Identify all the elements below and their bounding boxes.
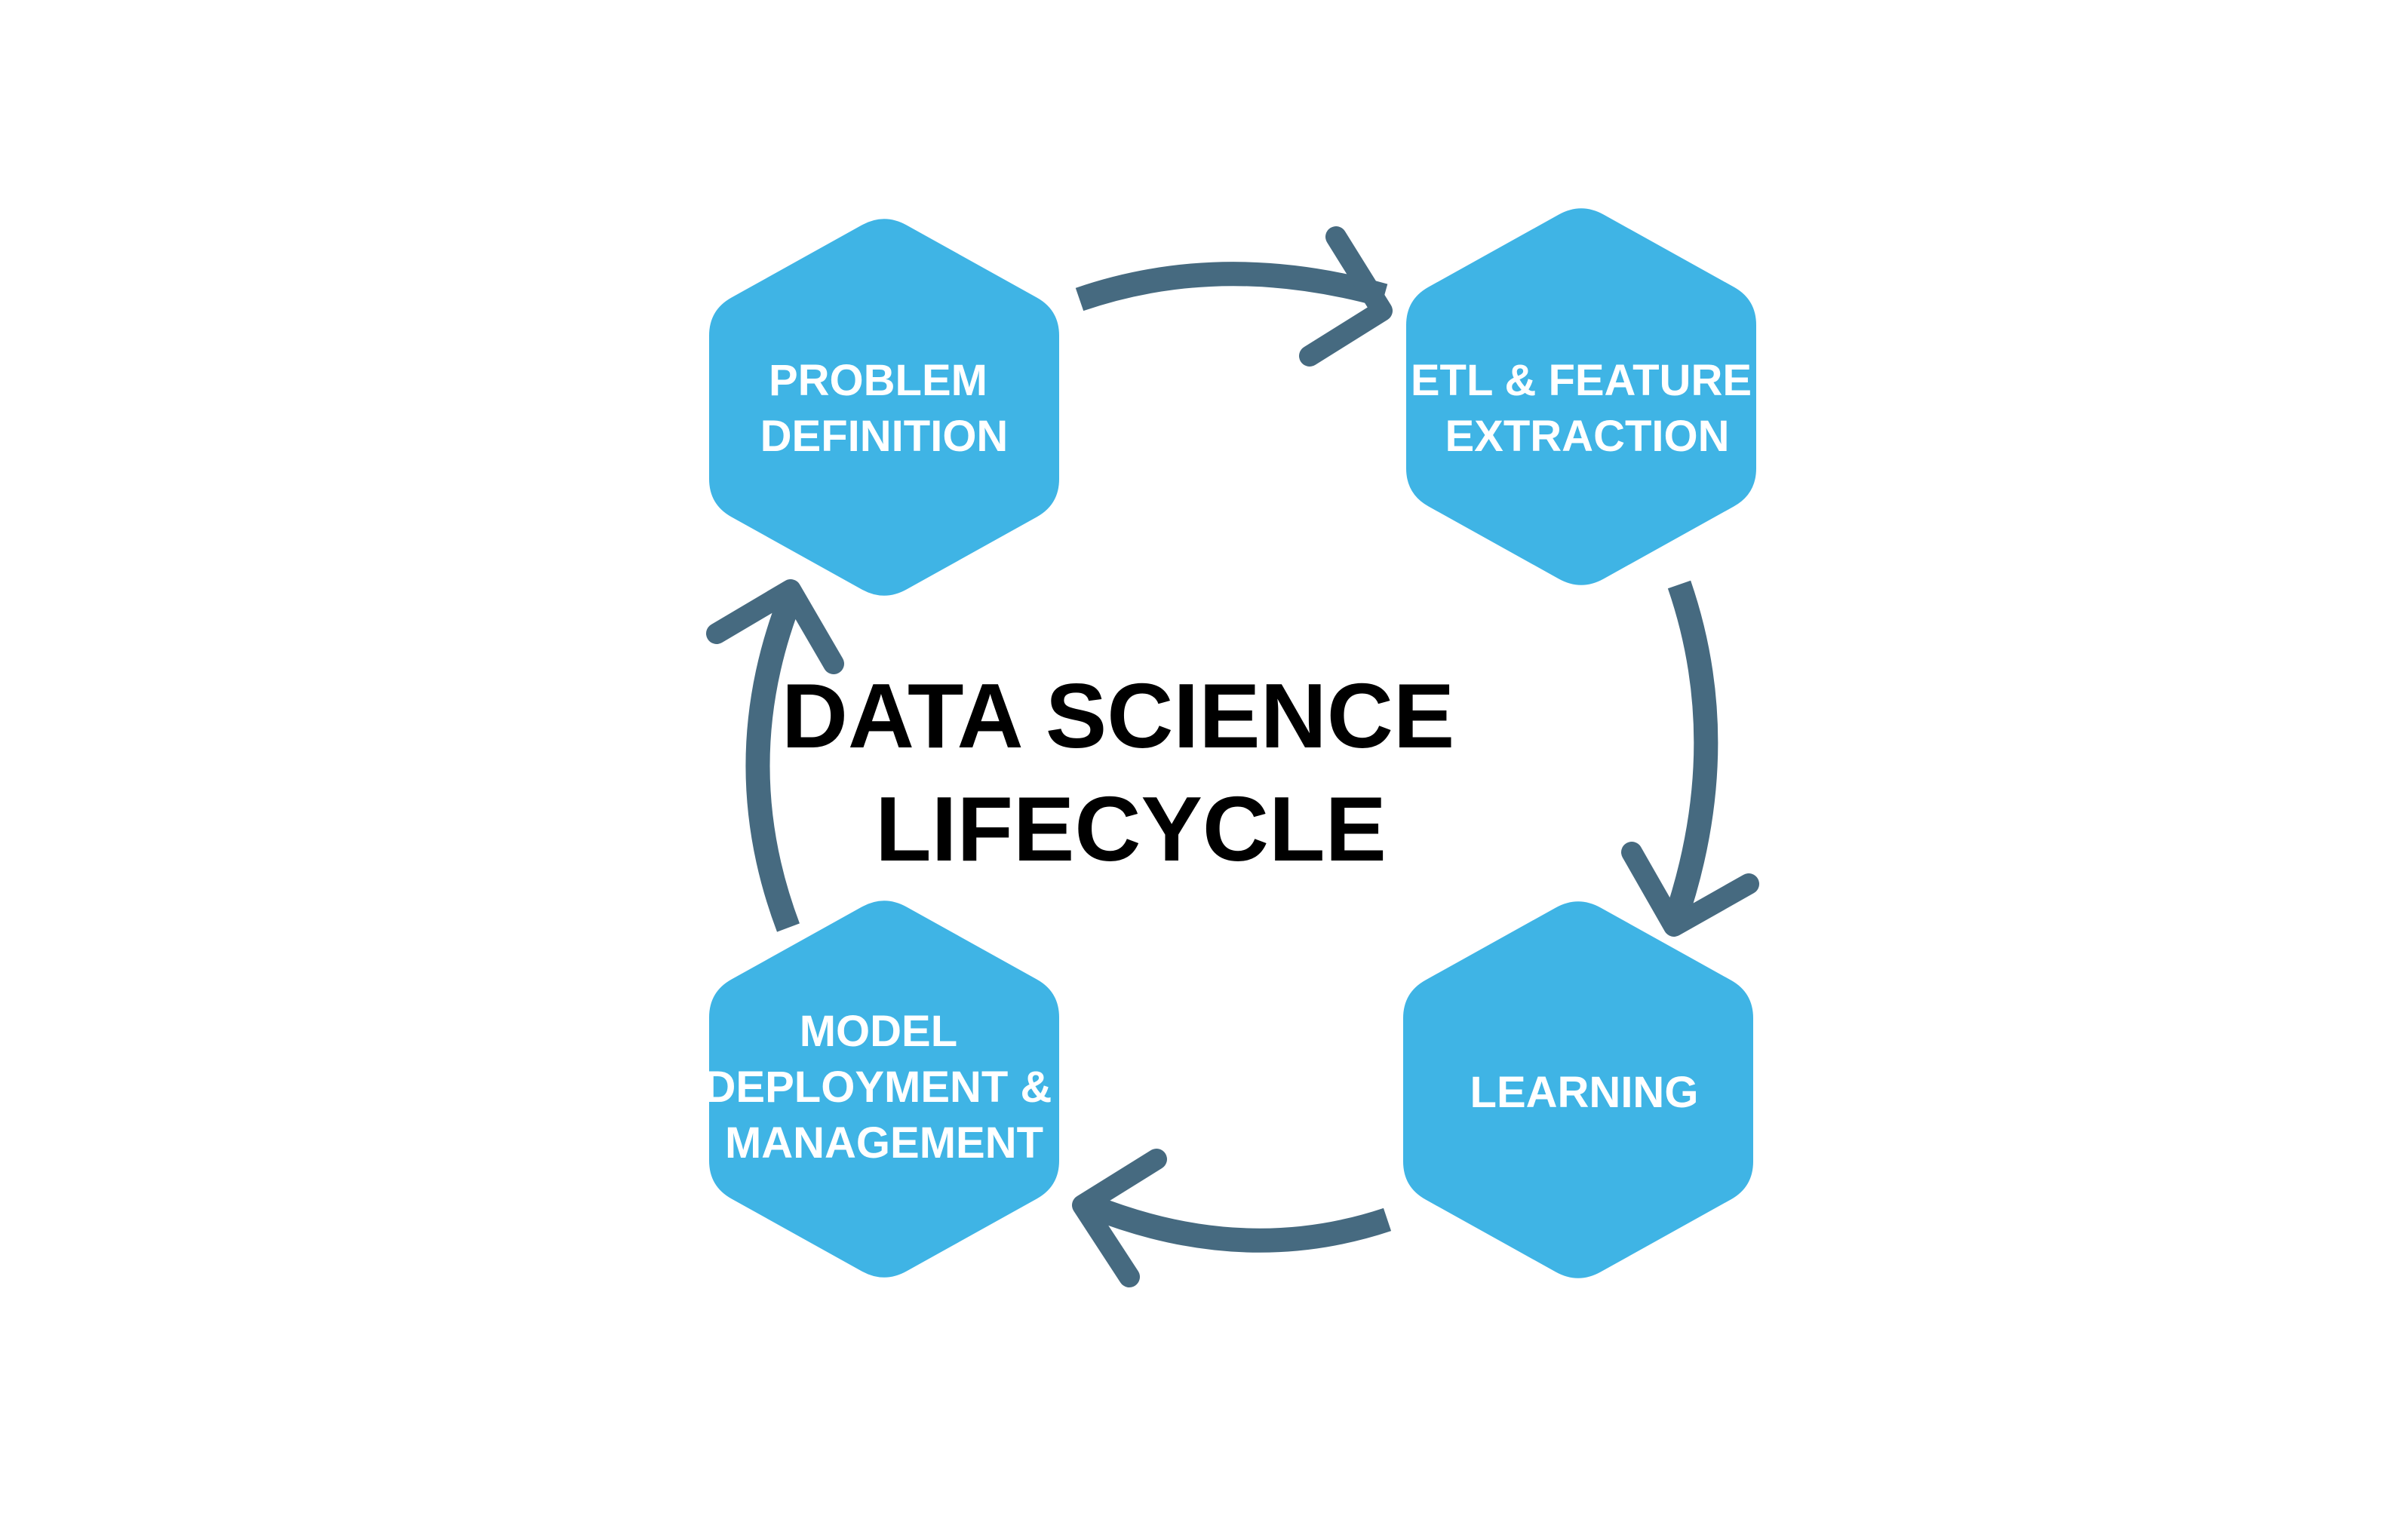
arrow-shaft xyxy=(1662,580,1718,928)
arrow-head-icon xyxy=(1072,1149,1167,1287)
stage-label-line: MODEL xyxy=(800,1007,957,1056)
stage-label-line: ETL & FEATURE xyxy=(1411,356,1752,405)
hexagon-shape xyxy=(1406,208,1756,585)
arrow-shaft xyxy=(745,591,803,932)
arrow-head-icon xyxy=(1621,842,1759,937)
stage-problem-definition: PROBLEM DEFINITION xyxy=(709,219,1059,596)
arrow-shaft xyxy=(1088,1195,1392,1253)
title-line: LIFECYCLE xyxy=(875,778,1387,880)
hexagon-shape xyxy=(709,901,1059,1278)
stage-etl-feature-extraction: ETL & FEATURE EXTRACTION xyxy=(1406,208,1764,585)
arrow-head-icon xyxy=(1299,226,1393,367)
stage-learning: LEARNING xyxy=(1403,901,1753,1278)
arrow-model-to-problem xyxy=(706,579,844,932)
stage-label: MODEL DEPLOYMENT & MANAGEMENT xyxy=(705,1007,1064,1167)
stage-label-line: PROBLEM xyxy=(769,356,987,405)
title-line: DATA SCIENCE xyxy=(782,664,1454,767)
diagram-title: DATA SCIENCE LIFECYCLE xyxy=(782,664,1480,880)
arrow-shaft xyxy=(1075,262,1388,311)
stage-label: ETL & FEATURE EXTRACTION xyxy=(1411,356,1764,461)
hexagon-shape xyxy=(1403,901,1753,1278)
stage-label-line: EXTRACTION xyxy=(1445,412,1730,461)
arrow-head-icon xyxy=(706,579,844,674)
stage-label-line: MANAGEMENT xyxy=(725,1118,1043,1167)
stage-model-deployment-management: MODEL DEPLOYMENT & MANAGEMENT xyxy=(705,901,1064,1278)
hexagon-shape xyxy=(709,219,1059,596)
stage-label-line: LEARNING xyxy=(1470,1068,1699,1117)
arrow-etl-to-learning xyxy=(1621,580,1759,937)
stage-label-line: DEFINITION xyxy=(760,412,1009,461)
stage-label: PROBLEM DEFINITION xyxy=(760,356,1009,461)
arrow-problem-to-etl xyxy=(1075,226,1393,367)
stage-label-line: DEPLOYMENT & xyxy=(705,1063,1052,1112)
arrow-learning-to-model xyxy=(1072,1149,1392,1287)
stage-label: LEARNING xyxy=(1470,1068,1699,1117)
